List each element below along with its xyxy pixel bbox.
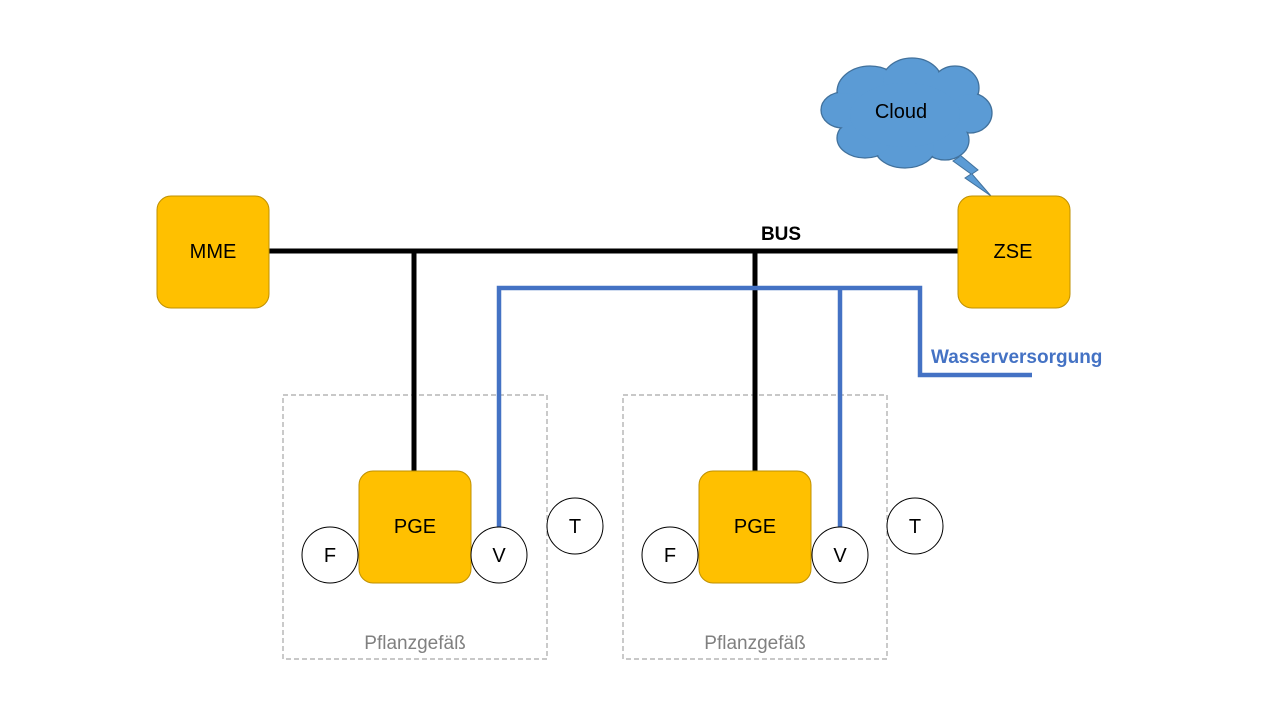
sensor-label: F — [664, 545, 676, 567]
sensor-f-2: F — [641, 526, 699, 584]
sensor-f-1: F — [301, 526, 359, 584]
water-supply-line — [496, 285, 1032, 528]
sensor-t-1: T — [546, 497, 604, 555]
mme-label: MME — [190, 241, 237, 263]
water-supply-label: Wasserversorgung — [931, 347, 1102, 368]
sensor-label: V — [833, 545, 847, 567]
sensor-v-1: V — [470, 526, 528, 584]
sensor-label: V — [492, 545, 506, 567]
zse-label: ZSE — [994, 241, 1033, 263]
plant-container-label: Pflanzgefäß — [704, 633, 805, 654]
sensor-t-2: T — [886, 497, 944, 555]
bus-label: BUS — [761, 224, 801, 245]
zse-unit: ZSE — [957, 195, 1071, 309]
sensor-label: F — [324, 545, 336, 567]
pge-label: PGE — [394, 516, 436, 538]
pge-label: PGE — [734, 516, 776, 538]
pge-unit-1: PGE — [358, 470, 472, 584]
mme-unit: MME — [156, 195, 270, 309]
plant-container-label: Pflanzgefäß — [364, 633, 465, 654]
pge-unit-2: PGE — [698, 470, 812, 584]
cloud-icon: Cloud — [820, 57, 993, 169]
sensor-label: T — [569, 516, 581, 538]
bus-lines — [268, 248, 960, 471]
sensor-label: T — [909, 516, 921, 538]
sensor-v-2: V — [811, 526, 869, 584]
cloud-label: Cloud — [875, 101, 927, 123]
